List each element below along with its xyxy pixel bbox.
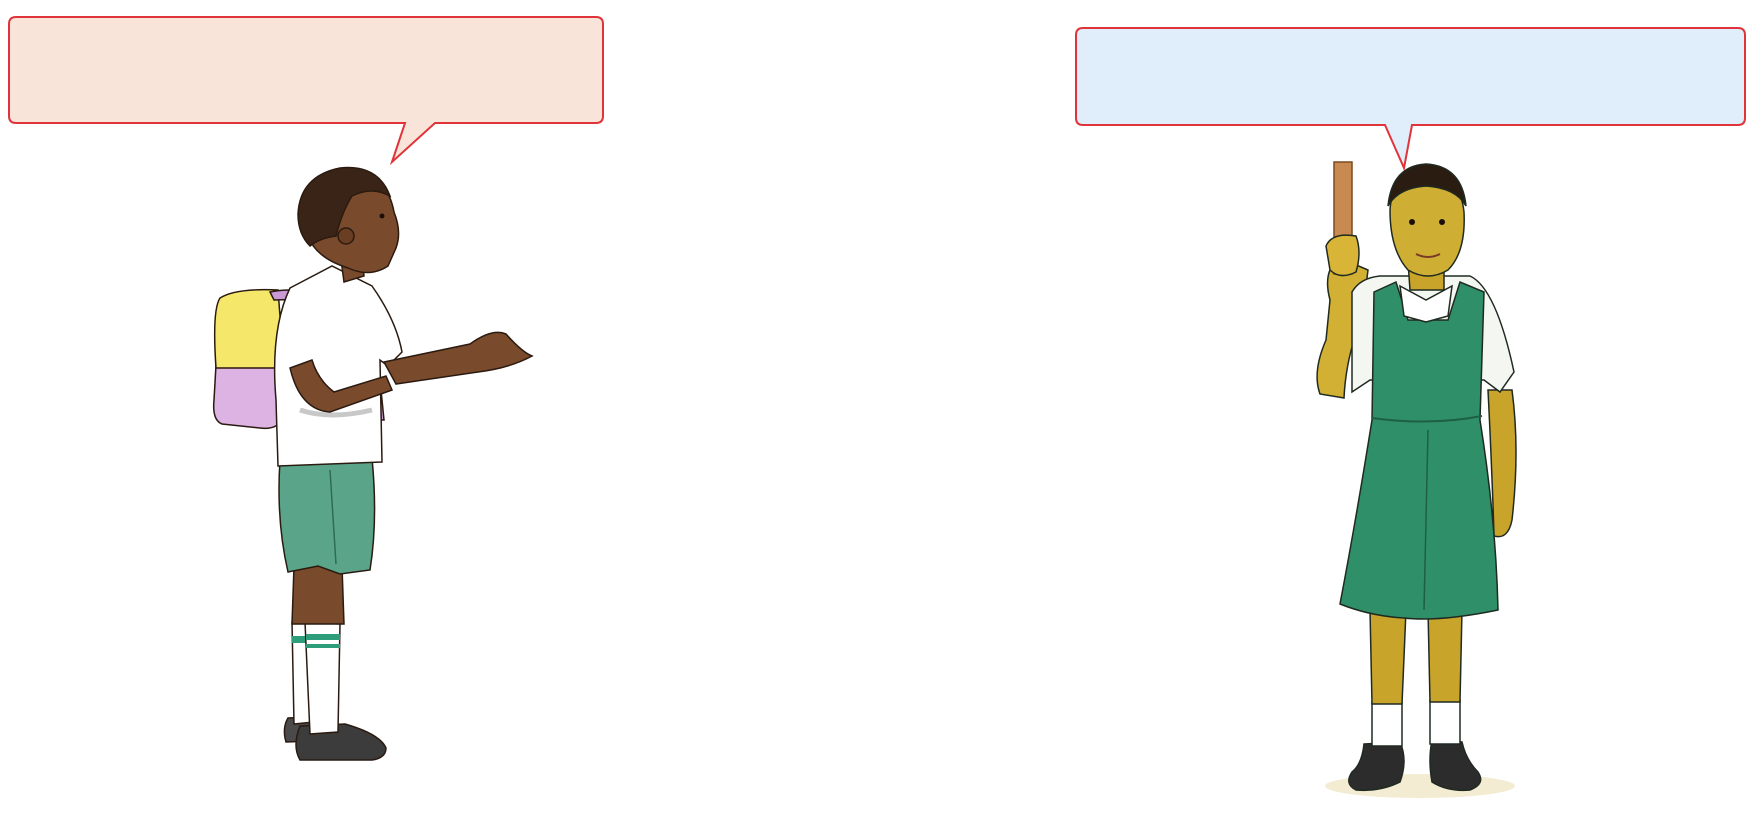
girl-dress-fold: [1423, 429, 1429, 611]
boy-speech-bubble: [8, 16, 604, 166]
girl-dress-waist: [1371, 415, 1483, 423]
girl-right-shoe: [1429, 739, 1482, 792]
girl-right-sock: [1429, 699, 1461, 745]
boy-back-arm: [289, 359, 394, 413]
boy-speech-bubble-shape: [8, 16, 604, 166]
girl-mouth: [1415, 253, 1441, 258]
girl-speech-bubble-shape: [1075, 27, 1746, 172]
boy-front-arm: [382, 331, 534, 385]
boy-hair: [297, 166, 392, 248]
girl-right-eye: [1439, 219, 1445, 225]
boy-shorts-fold: [329, 469, 337, 565]
girl-right-arm: [1487, 389, 1517, 538]
girl-hair: [1387, 163, 1467, 207]
boy-front-sock-stripe-1: [306, 634, 340, 640]
boy-shirt-shade: [299, 407, 373, 418]
boy-eye: [379, 213, 385, 219]
boy-illustration: [212, 166, 534, 761]
girl-dress: [1339, 280, 1499, 620]
girl-legs: [1369, 609, 1463, 705]
girl-collar: [1399, 284, 1453, 323]
girl-left-eye: [1409, 219, 1415, 225]
girl-hand: [1325, 234, 1360, 277]
girl-left-shoe: [1348, 741, 1405, 792]
girl-illustration: [1316, 161, 1517, 798]
boy-shirt: [273, 265, 403, 467]
girl-left-sock: [1371, 701, 1403, 747]
boy-backpack-bottom: [212, 364, 283, 430]
boy-legs: [291, 565, 345, 625]
boy-ear: [337, 227, 355, 245]
boy-back-sock-stripe: [292, 636, 313, 643]
boy-shorts: [278, 457, 376, 575]
girl-speech-bubble: [1075, 27, 1746, 172]
boy-backpack-top: [213, 288, 285, 369]
boy-front-sock-stripe-2: [306, 644, 340, 648]
